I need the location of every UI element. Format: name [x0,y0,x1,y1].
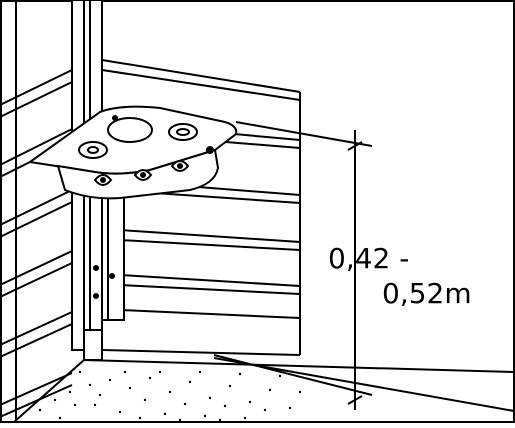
corner-shelf-bracket [27,105,238,200]
upright-bracket [93,194,125,321]
gravel-floor [13,359,515,423]
back-slatted-wall [101,59,301,356]
dimension-label-line1: 0,42 - [328,242,409,275]
dimension-label-line2: 0,52m [382,277,472,310]
dimension-lines [213,121,515,412]
left-slatted-wall [0,0,73,423]
gravel-dots [38,370,302,422]
